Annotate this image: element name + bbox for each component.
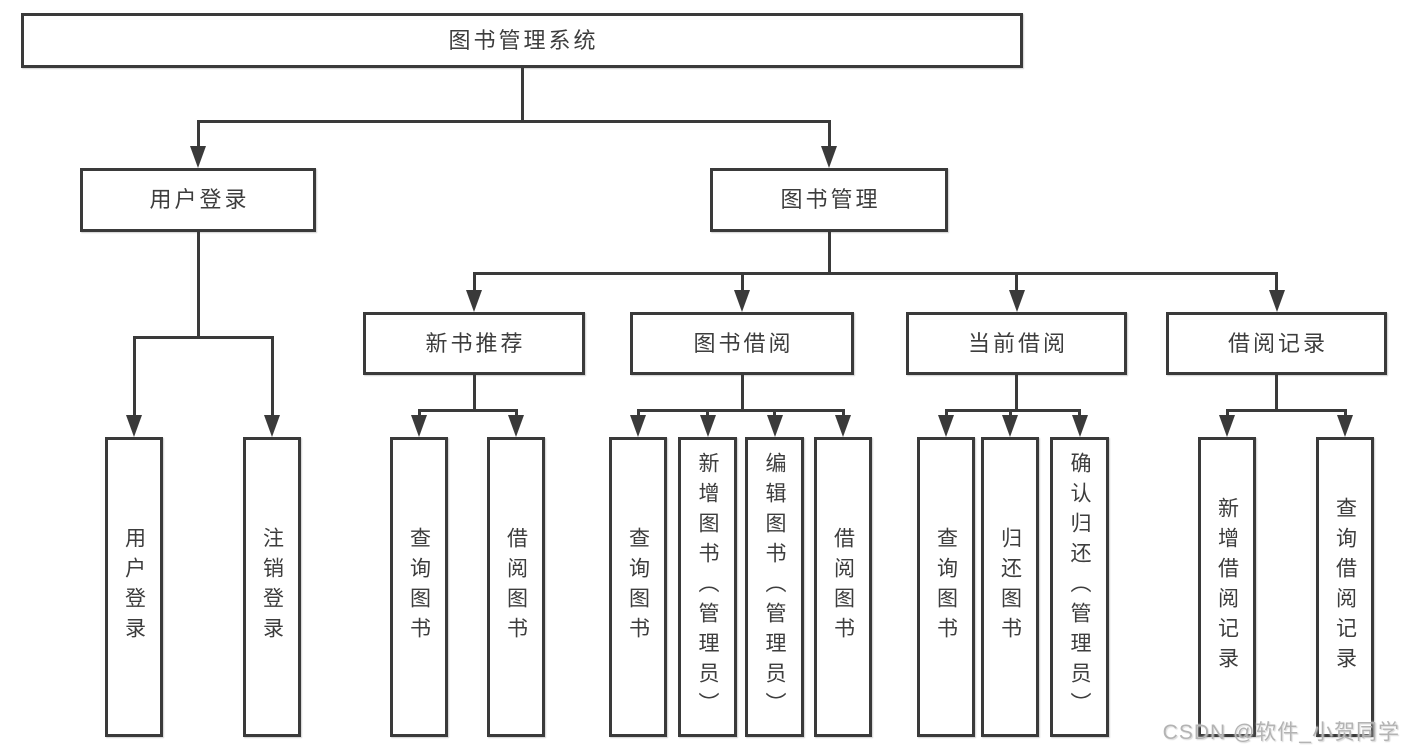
connector-bus-line (132, 336, 274, 339)
connector-drop-line (520, 68, 524, 123)
arrow-down-icon (821, 146, 837, 168)
node-label: 新书推荐 (425, 330, 526, 356)
node-book-mgmt: 图书管理 (710, 168, 948, 232)
arrow-down-icon (766, 415, 783, 437)
connector-drop-line (472, 272, 476, 296)
arrow-down-icon (1008, 290, 1025, 312)
node-bb-add: 新增图书（管理员） (678, 437, 737, 737)
node-br-add: 新增借阅记录 (1198, 437, 1256, 737)
node-cb-query: 查询图书 (917, 437, 975, 737)
connector-bus-line (944, 409, 1081, 412)
node-label: 用户登录 (149, 187, 250, 212)
node-label: 借阅记录 (1227, 330, 1328, 356)
node-label: 新增图书（管理员） (696, 452, 719, 722)
connector-bus-line (472, 272, 1278, 275)
arrow-down-icon (411, 415, 427, 437)
arrow-down-icon (190, 146, 206, 168)
node-nbr-query: 查询图书 (390, 437, 448, 737)
node-label: 图书借阅 (693, 330, 794, 356)
csdn-watermark: CSDN @软件_小贺同学 (1162, 721, 1400, 744)
connector-drop-line (1015, 375, 1018, 412)
node-user-login: 用户登录 (80, 168, 316, 232)
node-cb-confirm: 确认归还（管理员） (1050, 437, 1109, 737)
arrow-down-icon (1002, 415, 1018, 437)
arrow-down-icon (835, 415, 851, 437)
arrow-down-icon (1337, 415, 1353, 437)
connector-drop-line (827, 120, 831, 152)
connector-drop-line (740, 272, 744, 296)
connector-drop-line (740, 375, 744, 412)
arrow-down-icon (466, 290, 482, 312)
node-bb-query: 查询图书 (609, 437, 667, 737)
node-label: 用户登录 (122, 527, 146, 647)
connector-drop-line (196, 120, 200, 152)
connector-bus-line (636, 409, 845, 412)
node-root: 图书管理系统 (21, 13, 1023, 68)
node-label: 确认归还（管理员） (1068, 452, 1091, 722)
node-leaf-logout: 注销登录 (243, 437, 301, 737)
node-label: 查询图书 (934, 527, 958, 647)
connector-drop-line (270, 336, 274, 421)
node-label: 新增借阅记录 (1215, 497, 1239, 677)
node-label: 查询借阅记录 (1333, 497, 1357, 677)
connector-drop-line (472, 375, 476, 412)
arrow-down-icon (1268, 290, 1285, 312)
node-bb-edit: 编辑图书（管理员） (745, 437, 804, 737)
node-label: 当前借阅 (967, 330, 1068, 356)
arrow-down-icon (264, 415, 280, 437)
node-label: 归还图书 (998, 527, 1022, 647)
connector-drop-line (1275, 272, 1278, 296)
arrow-down-icon (1219, 415, 1235, 437)
arrow-down-icon (699, 415, 716, 437)
arrow-down-icon (1071, 415, 1088, 437)
connector-bus-line (196, 120, 831, 123)
connector-drop-line (1015, 272, 1018, 296)
connector-bus-line (417, 409, 518, 412)
arrow-down-icon (630, 415, 646, 437)
connector-drop-line (1275, 375, 1278, 412)
node-bb-borrow: 借阅图书 (814, 437, 872, 737)
connector-drop-line (827, 232, 831, 275)
node-label: 借阅图书 (504, 527, 528, 647)
connector-drop-line (196, 232, 200, 339)
arrow-down-icon (126, 415, 142, 437)
node-label: 图书管理 (780, 187, 881, 212)
connector-bus-line (1225, 409, 1347, 412)
node-br-query: 查询借阅记录 (1316, 437, 1374, 737)
node-label: 图书管理系统 (448, 27, 599, 53)
node-current-borrow: 当前借阅 (906, 312, 1127, 375)
node-label: 查询图书 (626, 527, 650, 647)
node-label: 编辑图书（管理员） (763, 452, 786, 722)
node-nbr-borrow: 借阅图书 (487, 437, 545, 737)
node-book-borrow: 图书借阅 (630, 312, 854, 375)
node-cb-return: 归还图书 (981, 437, 1039, 737)
arrow-down-icon (734, 290, 750, 312)
node-leaf-user-login: 用户登录 (105, 437, 163, 737)
connector-drop-line (132, 336, 136, 421)
node-new-book-rec: 新书推荐 (363, 312, 585, 375)
node-label: 注销登录 (260, 527, 284, 647)
node-label: 查询图书 (407, 527, 431, 647)
arrow-down-icon (508, 415, 524, 437)
arrow-down-icon (938, 415, 954, 437)
node-borrow-records: 借阅记录 (1166, 312, 1387, 375)
node-label: 借阅图书 (831, 527, 855, 647)
